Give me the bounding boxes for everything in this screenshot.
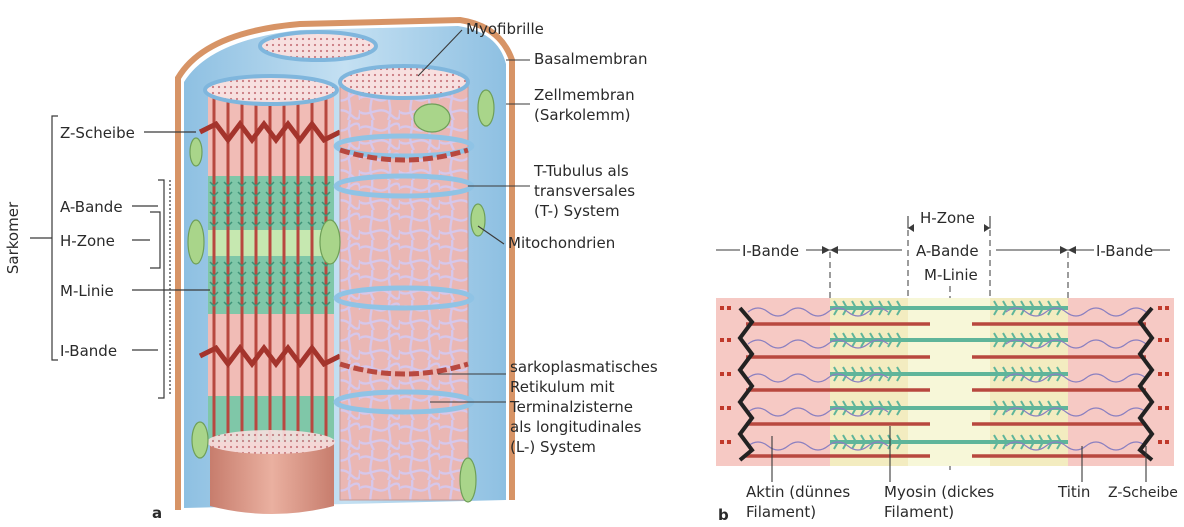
myofibril-left <box>200 76 340 454</box>
panel-a-letter: a <box>152 504 162 522</box>
aktin-label-2: Filament) <box>746 503 816 521</box>
sr-label-5: (L-) System <box>510 438 596 456</box>
i-bande-label: I-Bande <box>60 342 117 360</box>
sr-label-2: Retikulum mit <box>510 378 615 396</box>
panel-a-illustration <box>178 20 512 514</box>
z-scheibe-label: Z-Scheibe <box>60 124 135 142</box>
myofibril-right <box>336 66 472 500</box>
ttubulus-label-1: T-Tubulus als <box>533 162 629 180</box>
sarkolemm-label: (Sarkolemm) <box>534 106 631 124</box>
myosin-label-1: Myosin (dickes <box>884 483 994 501</box>
b-i-bande-left-label: I-Bande <box>742 242 799 260</box>
b-m-linie-label: M-Linie <box>924 266 978 284</box>
sr-label-1: sarkoplasmatisches <box>510 358 658 376</box>
sr-label-4: als longitudinales <box>510 418 642 436</box>
a-bande-label: A-Bande <box>60 198 123 216</box>
ttubulus-label-2: transversales <box>534 182 635 200</box>
b-a-bande-label: A-Bande <box>916 242 979 260</box>
titin-label: Titin <box>1057 483 1090 501</box>
z-scheibe-b-label: Z-Scheibe <box>1108 485 1178 501</box>
zellmembran-label: Zellmembran <box>534 86 635 104</box>
b-h-zone-label: H-Zone <box>920 209 975 227</box>
myofibrille-label: Myofibrille <box>466 20 544 38</box>
h-zone-label: H-Zone <box>60 232 115 250</box>
ttubulus-label-3: (T-) System <box>534 202 620 220</box>
sarkomer-label: Sarkomer <box>4 201 22 274</box>
sarcomere-diagram <box>716 298 1174 466</box>
panel-a-brackets <box>30 116 210 398</box>
aktin-label-1: Aktin (dünnes <box>746 483 850 501</box>
panel-b-letter: b <box>718 506 729 523</box>
b-i-bande-right-label: I-Bande <box>1096 242 1153 260</box>
sr-label-3: Terminalzisterne <box>509 398 633 416</box>
basalmembran-label: Basalmembran <box>534 50 648 68</box>
mitochondrien-label: Mitochondrien <box>508 234 615 252</box>
myofibril-back-cap <box>260 32 376 60</box>
myosin-label-2: Filament) <box>884 503 954 521</box>
m-linie-label: M-Linie <box>60 282 114 300</box>
